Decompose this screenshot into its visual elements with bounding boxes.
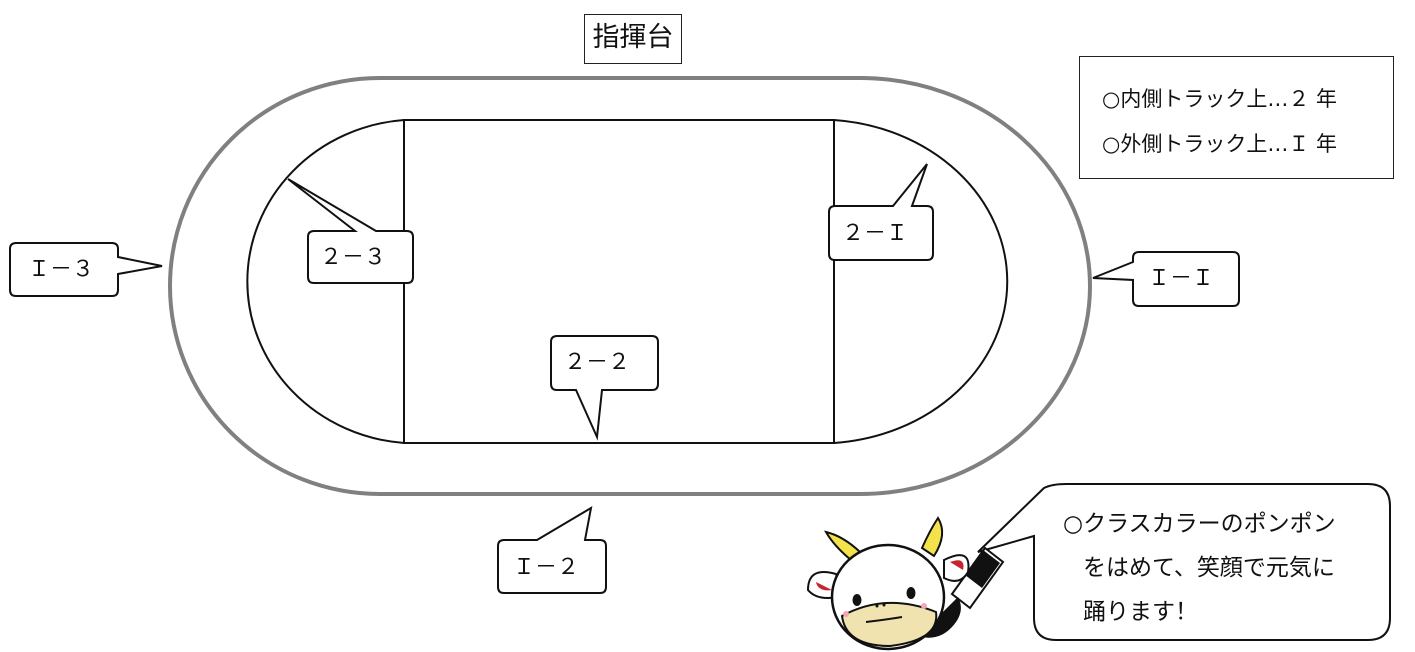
speech-line-1: ○クラスカラーのポンポン [1063,511,1336,537]
position-2-2: ２－２ [564,350,631,375]
position-2-1: ２－Ｉ [842,221,909,246]
outer-track [168,76,1092,496]
callout-1-1 [1092,251,1240,307]
legend-outer-track: ○外側トラック上…Ｉ 年 [1102,132,1337,156]
cow-mascot-icon [806,516,1005,651]
callout-2-1 [828,163,934,261]
position-1-2: Ｉ－２ [513,555,580,580]
field-rectangle [403,119,835,444]
speech-line-2: をはめて、笑顔で元気に [1083,555,1335,581]
callout-2-2 [550,335,659,441]
position-1-3: Ｉ－３ [28,257,95,282]
position-2-3: ２－３ [320,245,387,270]
legend-box: ○内側トラック上…２ 年 ○外側トラック上…Ｉ 年 [1079,56,1394,179]
inner-track [246,119,1009,444]
speech-line-3: 踊ります！ [1083,599,1198,625]
legend-inner-track: ○内側トラック上…２ 年 [1102,87,1337,111]
mascot-speech-text: ○クラスカラーのポンポン をはめて、笑顔で元気に 踊ります！ [1063,502,1336,634]
callout-1-2 [497,506,607,594]
podium-label: 指揮台 [584,14,682,64]
position-1-1: Ｉ－Ｉ [1148,266,1215,291]
mascot-speech-bubble [977,483,1391,641]
callout-1-3 [9,242,163,297]
callout-2-3 [287,178,414,284]
